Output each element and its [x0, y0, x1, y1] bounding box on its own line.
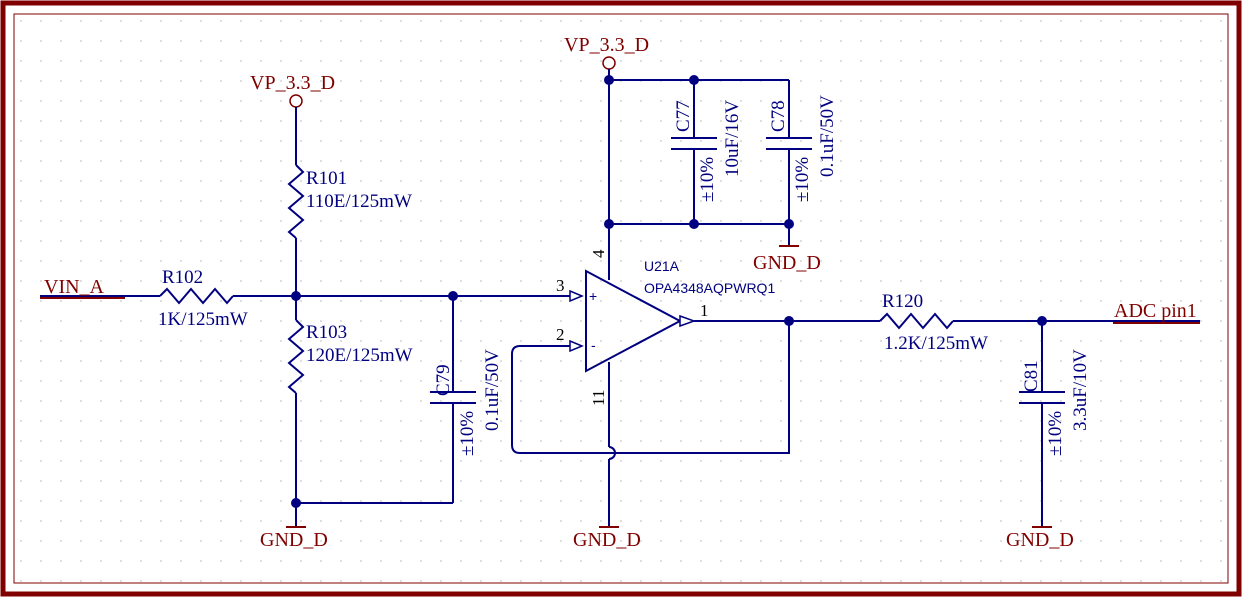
- c81-ref: C81: [1021, 360, 1042, 392]
- r102-ref: R102: [162, 267, 203, 288]
- gnd-right-label: GND_D: [1006, 529, 1074, 551]
- r120-value: 1.2K/125mW: [884, 333, 988, 354]
- sheet-inner-border: [13, 13, 1229, 584]
- pin-2-label: 2: [556, 325, 565, 344]
- pin-4-label: 4: [589, 249, 608, 258]
- c78-value: 0.1uF/50V: [817, 95, 838, 177]
- pin-1-label: 1: [700, 301, 709, 320]
- c79-ref: C79: [433, 364, 454, 396]
- capacitor-c77: [671, 80, 717, 224]
- gnd-left-label: GND_D: [260, 529, 328, 551]
- c81-tolerance: ±10%: [1045, 411, 1066, 456]
- vp-top-label: VP_3.3_D: [564, 34, 649, 56]
- u21a-part-number: OPA4348AQPWRQ1: [644, 280, 775, 296]
- opamp-u21a: [569, 269, 697, 373]
- gnd-caps-label: GND_D: [753, 252, 821, 274]
- capacitor-c79: [296, 296, 476, 504]
- c79-tolerance: ±10%: [457, 411, 478, 456]
- capacitor-c81: [1019, 321, 1065, 527]
- resistor-r101: [287, 164, 305, 296]
- c77-ref: C77: [673, 100, 694, 132]
- opamp-minus-sign: -: [591, 337, 596, 353]
- c77-tolerance: ±10%: [697, 157, 718, 202]
- r102-value: 1K/125mW: [158, 309, 248, 330]
- adc-label: ADC pin1: [1114, 300, 1197, 322]
- vin-label: VIN_A: [44, 276, 105, 298]
- feedback-loop-wire: [511, 321, 790, 454]
- c78-tolerance: ±10%: [792, 157, 813, 202]
- resistor-r120: [879, 312, 1200, 330]
- vp-left-label: VP_3.3_D: [250, 72, 335, 94]
- pin-3-label: 3: [556, 276, 565, 295]
- junction-rail-top-left: [604, 75, 614, 85]
- c79-value: 0.1uF/50V: [482, 349, 503, 431]
- power-port-vp-top: [602, 56, 616, 280]
- r103-ref: R103: [306, 322, 347, 343]
- junction-rail-bottom-left: [604, 219, 614, 229]
- r120-ref: R120: [882, 291, 923, 312]
- pin-11-label: 11: [589, 390, 608, 406]
- power-port-vp-left: [289, 94, 303, 165]
- c81-value: 3.3uF/10V: [1070, 349, 1091, 431]
- r101-value: 110E/125mW: [306, 191, 412, 212]
- r103-value: 120E/125mW: [306, 345, 413, 366]
- capacitor-c78: [766, 80, 812, 246]
- u21a-ref: U21A: [644, 258, 680, 274]
- opamp-plus-sign: +: [589, 288, 597, 304]
- resistor-r102: [159, 287, 296, 305]
- c77-value: 10uF/16V: [722, 100, 743, 177]
- gnd-center-label: GND_D: [573, 529, 641, 551]
- r101-ref: R101: [306, 168, 347, 189]
- c78-ref: C78: [768, 100, 789, 132]
